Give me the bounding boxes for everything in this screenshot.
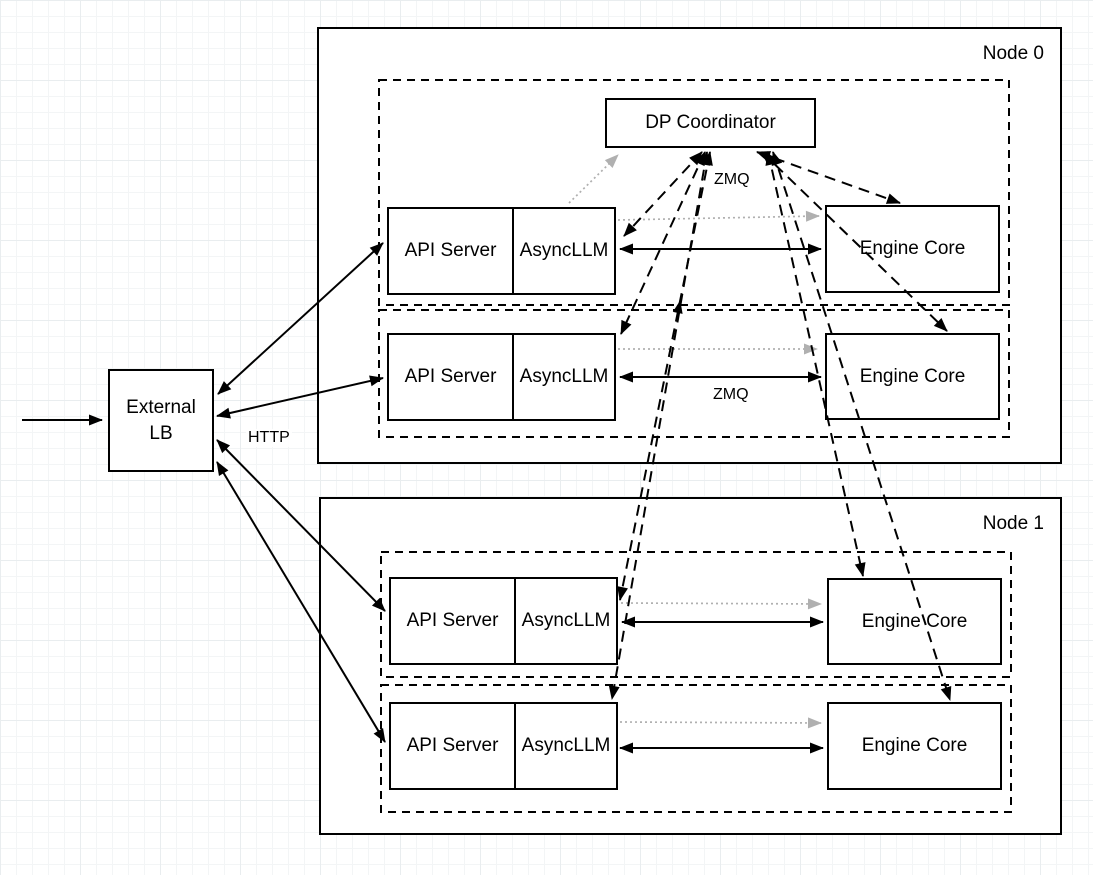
node0-row1-api-server-label: API Server	[404, 366, 497, 387]
node0-row0-engine-core-label: Engine Core	[859, 238, 966, 259]
node1-label: Node 1	[982, 513, 1044, 534]
node1-row1-asyncllm-label: AsyncLLM	[514, 704, 616, 788]
node0-label: Node 0	[982, 43, 1044, 64]
external-lb-label: External LB	[126, 396, 196, 444]
node1-row1-engine-core-box: Engine Core	[827, 702, 1002, 790]
node0-row1-api-asyncllm-box: API Server AsyncLLM	[387, 333, 616, 421]
node0-row1-engine-core-box: Engine Core	[825, 333, 1000, 420]
node0-row0-asyncllm-label: AsyncLLM	[512, 209, 614, 293]
zmq-engine-edge-label: ZMQ	[711, 386, 751, 404]
http-edge-label: HTTP	[246, 429, 292, 447]
node0-row0-api-server-label: API Server	[404, 240, 497, 261]
node0-row1-asyncllm-label: AsyncLLM	[512, 335, 614, 419]
node1-row1-api-server-label: API Server	[406, 735, 499, 756]
node1-row0-api-server-label: API Server	[406, 610, 499, 631]
node1-row0-api-asyncllm-box: API Server AsyncLLM	[389, 577, 618, 665]
zmq-coordinator-edge-label: ZMQ	[712, 171, 752, 189]
node1-row0-asyncllm-label: AsyncLLM	[514, 579, 616, 663]
node1-row0-engine-core-label: Engine Core	[861, 610, 968, 632]
node0-row0-api-asyncllm-box: API Server AsyncLLM	[387, 207, 616, 295]
dp-coordinator-box: DP Coordinator	[605, 98, 816, 148]
dp-coordinator-label: DP Coordinator	[645, 112, 776, 133]
external-lb-box: External LB	[108, 369, 214, 472]
node1-row0-engine-core-box: Engine Core	[827, 578, 1002, 665]
node0-row1-engine-core-label: Engine Core	[859, 365, 966, 387]
node0-row0-engine-core-box: Engine Core	[825, 205, 1000, 293]
node1-row1-api-asyncllm-box: API Server AsyncLLM	[389, 702, 618, 790]
node1-row1-engine-core-label: Engine Core	[861, 735, 968, 756]
